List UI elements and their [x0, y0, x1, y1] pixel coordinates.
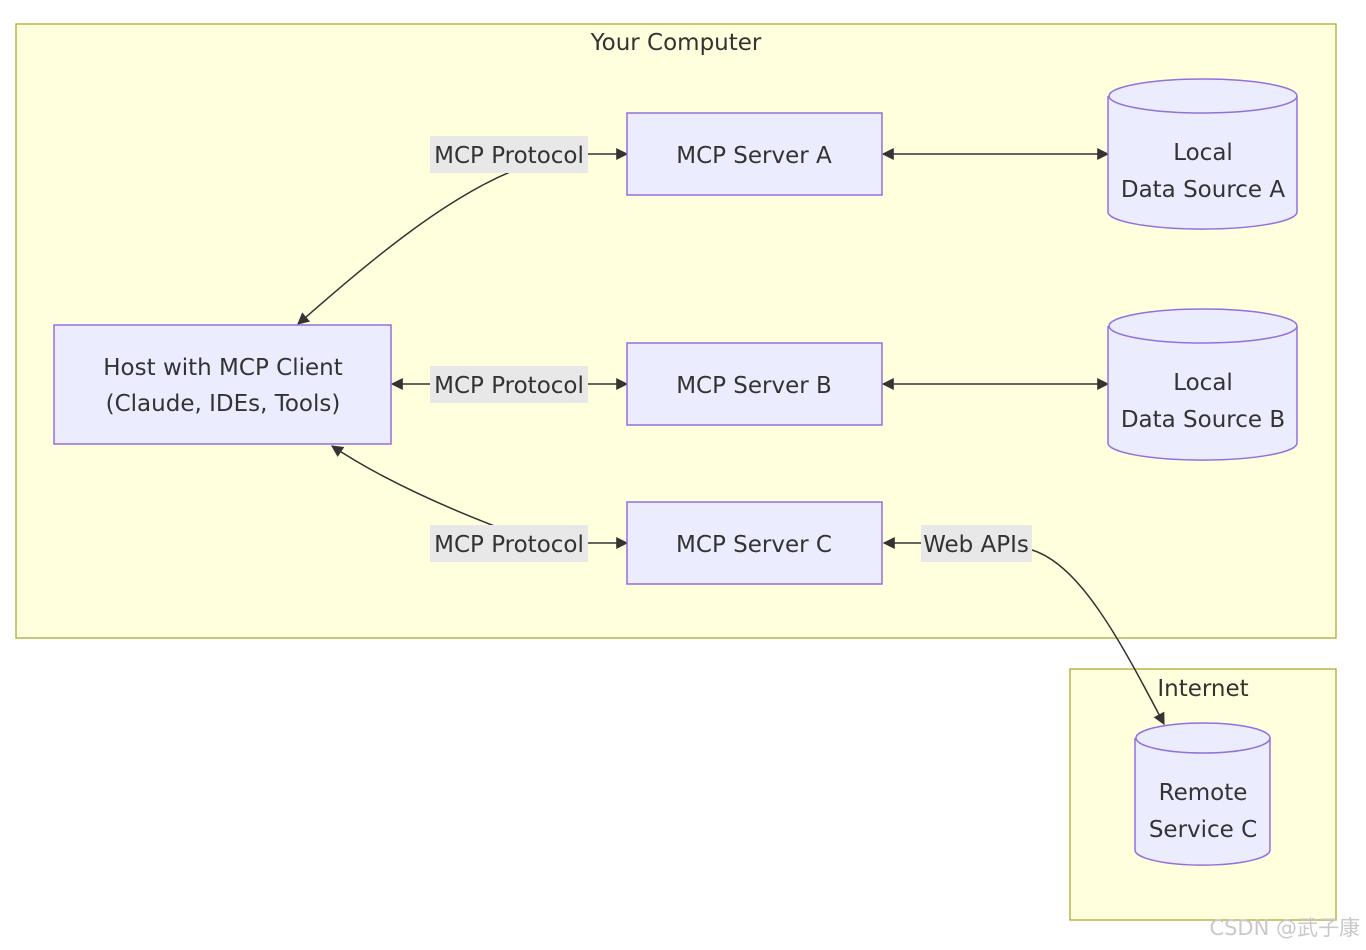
node-data-source-b: Local Data Source B — [1107, 308, 1298, 461]
node-data-source-a-line1: Local — [1173, 140, 1233, 166]
watermark: CSDN @武子康 — [1209, 916, 1360, 940]
edge-label-host-c-text: MCP Protocol — [434, 532, 584, 558]
node-remote-service-c-line1: Remote — [1159, 780, 1248, 806]
edge-host-server-a-curve — [297, 169, 516, 325]
node-remote-service-c-line2: Service C — [1149, 817, 1257, 843]
edge-label-web-apis-text: Web APIs — [923, 532, 1029, 558]
node-data-source-a-line2: Data Source A — [1121, 177, 1286, 203]
node-data-source-a: Local Data Source A — [1107, 78, 1298, 230]
edge-label-host-c: MCP Protocol — [430, 525, 588, 562]
node-host-line1: Host with MCP Client — [103, 355, 342, 381]
node-server-c-label: MCP Server C — [676, 532, 832, 558]
node-server-b: MCP Server B — [626, 342, 883, 426]
node-server-a: MCP Server A — [626, 112, 883, 196]
edges — [297, 148, 1165, 726]
node-server-b-label: MCP Server B — [676, 373, 832, 399]
edge-web-apis-remote — [1031, 549, 1165, 726]
edge-label-host-b: MCP Protocol — [430, 366, 588, 403]
edge-label-host-a: MCP Protocol — [430, 136, 588, 173]
node-host-line2: (Claude, IDEs, Tools) — [106, 391, 341, 417]
node-server-c: MCP Server C — [626, 501, 883, 585]
edge-label-host-a-text: MCP Protocol — [434, 143, 584, 169]
node-remote-service-c: Remote Service C — [1134, 722, 1271, 866]
cluster-title-your-computer: Your Computer — [590, 30, 762, 56]
edge-label-web-apis: Web APIs — [921, 525, 1032, 562]
cluster-title-internet: Internet — [1157, 676, 1248, 702]
node-data-source-b-line1: Local — [1173, 370, 1233, 396]
node-server-a-label: MCP Server A — [676, 143, 832, 169]
edge-label-host-b-text: MCP Protocol — [434, 373, 584, 399]
node-host: Host with MCP Client (Claude, IDEs, Tool… — [53, 324, 392, 445]
edge-host-server-c-curve — [331, 445, 498, 528]
node-data-source-b-line2: Data Source B — [1121, 407, 1285, 433]
